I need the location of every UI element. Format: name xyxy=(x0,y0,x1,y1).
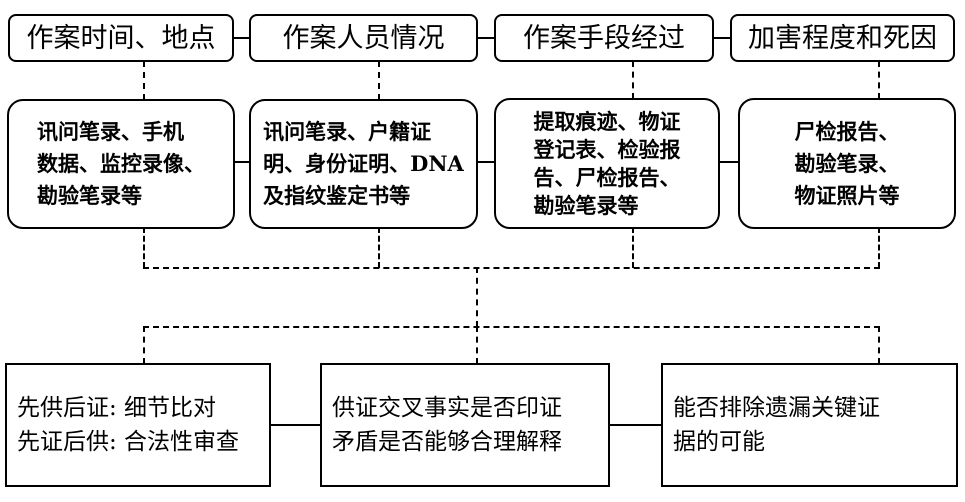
header-label: 加害程度和死因 xyxy=(748,22,937,54)
analysis-box-omission: 能否排除遗漏关键证 据的可能 xyxy=(661,363,958,487)
dashed-split-2 xyxy=(476,326,478,364)
analysis-connector-2 xyxy=(609,424,662,426)
evidence-box-method: 提取痕迹、物证 登记表、检验报 告、尸检报告、 勘验笔录等 xyxy=(494,98,720,229)
analysis-connector-1 xyxy=(270,424,321,426)
evidence-text: 讯问笔录、手机 数据、监控录像、 勘验笔录等 xyxy=(37,119,205,208)
evidence-connector-3 xyxy=(719,161,739,163)
header-box-harm: 加害程度和死因 xyxy=(730,14,955,62)
dashed-merge-4 xyxy=(878,227,880,268)
dashed-split-3 xyxy=(878,326,880,364)
dashed-merge-1 xyxy=(143,227,145,268)
dashed-central-drop xyxy=(476,267,478,327)
dashed-link-3 xyxy=(632,61,634,99)
evidence-box-harm: 尸检报告、 勘验笔录、 物证照片等 xyxy=(738,98,956,229)
analysis-box-consistency: 供证交叉事实是否印证 矛盾是否能够合理解释 xyxy=(320,363,610,487)
header-label: 作案时间、地点 xyxy=(26,22,216,54)
analysis-text: 供证交叉事实是否印证 矛盾是否能够合理解释 xyxy=(332,395,562,455)
dashed-split-line xyxy=(143,326,880,328)
header-label: 作案手段经过 xyxy=(523,22,685,54)
evidence-text: 提取痕迹、物证 登记表、检验报 告、尸检报告、 勘验笔录等 xyxy=(533,108,681,218)
dashed-link-1 xyxy=(143,61,145,100)
evidence-box-persons: 讯问笔录、户籍证 明、身份证明、DNA 及指纹鉴定书等 xyxy=(249,99,478,229)
dashed-link-2 xyxy=(378,61,380,100)
evidence-box-time-place: 讯问笔录、手机 数据、监控录像、 勘验笔录等 xyxy=(7,99,235,229)
header-box-persons: 作案人员情况 xyxy=(249,14,478,62)
header-label: 作案人员情况 xyxy=(282,22,445,54)
evidence-connector-2 xyxy=(476,161,495,163)
dashed-merge-2 xyxy=(378,227,380,268)
header-connector-3 xyxy=(713,37,731,39)
evidence-connector-1 xyxy=(233,161,250,163)
header-connector-1 xyxy=(232,37,250,39)
evidence-text: 讯问笔录、户籍证 明、身份证明、DNA 及指纹鉴定书等 xyxy=(263,119,464,208)
dashed-merge-3 xyxy=(632,227,634,268)
analysis-text: 能否排除遗漏关键证 据的可能 xyxy=(673,395,880,455)
analysis-box-verification: 先供后证: 细节比对 先证后供: 合法性审查 xyxy=(5,363,271,487)
dashed-split-1 xyxy=(143,326,145,364)
header-box-method: 作案手段经过 xyxy=(494,14,714,62)
dashed-link-4 xyxy=(878,61,880,99)
header-connector-2 xyxy=(477,37,495,39)
analysis-text: 先供后证: 细节比对 先证后供: 合法性审查 xyxy=(17,395,240,455)
dashed-merge-line xyxy=(143,267,880,269)
header-box-time-place: 作案时间、地点 xyxy=(8,14,234,62)
evidence-text: 尸检报告、 勘验笔录、 物证照片等 xyxy=(794,118,900,208)
